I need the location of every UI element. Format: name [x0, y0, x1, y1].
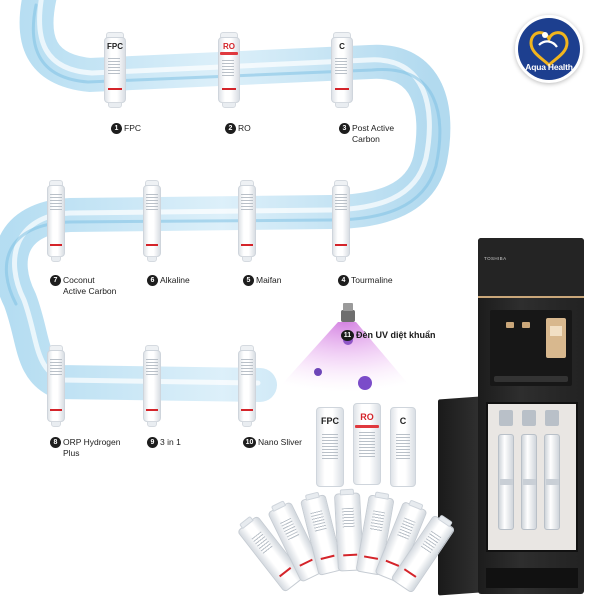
filter-fpc: FPC [104, 32, 126, 108]
filter-3-in-1 [143, 345, 161, 427]
filter-maifan [238, 180, 256, 262]
step-number-badge: 5 [243, 275, 254, 286]
filter-code: FPC [321, 416, 339, 426]
loose-filter-ro: RO [353, 398, 381, 488]
filter-post-active-carbon: C [331, 32, 353, 108]
filter-code: C [339, 42, 345, 51]
filter-code: RO [360, 412, 374, 422]
logo-mark-icon [518, 18, 580, 80]
logo-text: Aqua Health [525, 62, 573, 72]
step-number-badge: 8 [50, 437, 61, 448]
step-number-badge: 9 [147, 437, 158, 448]
step-number-badge: 7 [50, 275, 61, 286]
filter-code: C [399, 416, 407, 426]
filter-nano-sliver [238, 345, 256, 427]
step-number-badge: 11 [341, 330, 354, 341]
dispenser-brand: TOSHIBA [484, 256, 507, 261]
filter-alkaline [143, 180, 161, 262]
filter-tourmaline [332, 180, 350, 262]
step-number-badge: 3 [339, 123, 350, 134]
installed-filter [498, 434, 514, 530]
drip-tray [494, 376, 568, 382]
installed-filter [544, 434, 560, 530]
filter-coconut-active-carbon [47, 180, 65, 262]
loose-filter-c: C [390, 402, 416, 490]
filter-ro: RO [218, 32, 240, 108]
step-number-badge: 6 [147, 275, 158, 286]
filter-code: FPC [107, 42, 123, 51]
dispenser-door [438, 396, 480, 596]
installed-filter [521, 434, 537, 530]
step-number-badge: 4 [338, 275, 349, 286]
tap-icon [522, 322, 530, 328]
step-number-badge: 10 [243, 437, 256, 448]
control-panel [546, 318, 566, 358]
aqua-health-logo: Aqua Health [515, 15, 583, 83]
step-number-badge: 1 [111, 123, 122, 134]
filter-orp-hydrogen-plus [47, 345, 65, 427]
filter-code: RO [223, 42, 235, 51]
tap-icon [506, 322, 514, 328]
loose-filter-fpc: FPC [316, 402, 344, 490]
water-dispenser: TOSHIBA [438, 238, 584, 596]
step-number-badge: 2 [225, 123, 236, 134]
